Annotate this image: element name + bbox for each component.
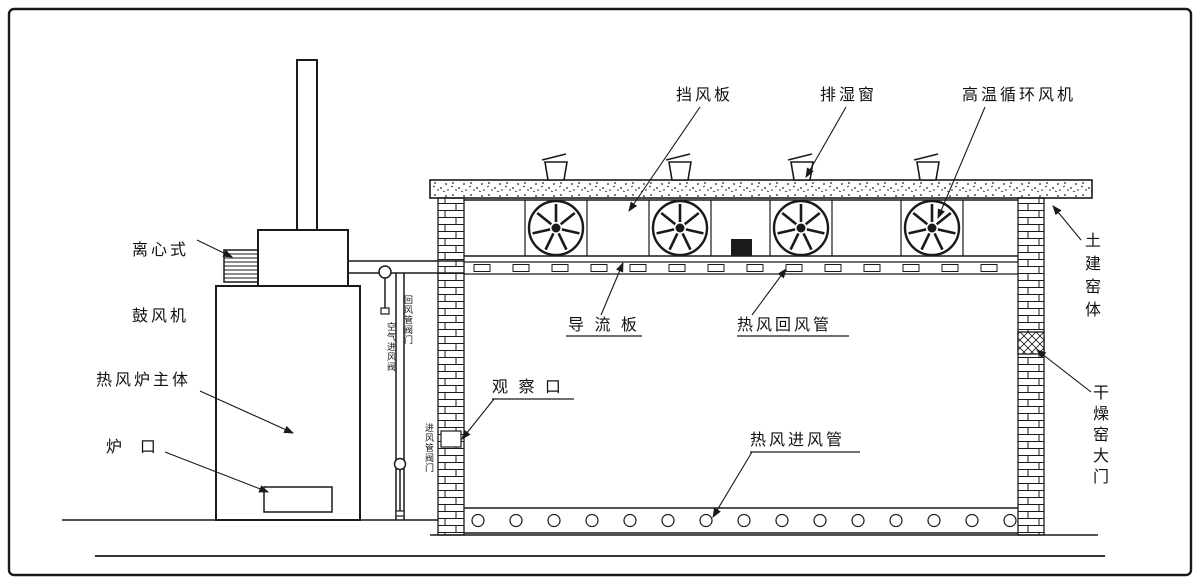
ground-lines — [62, 519, 1105, 557]
drawing-frame — [7, 7, 1193, 577]
hot-air-inlet-duct — [464, 507, 1018, 534]
baffle-block — [731, 239, 752, 256]
kiln-roof-slab — [429, 179, 1093, 199]
label-underlines — [492, 335, 860, 453]
label-return-pipe-valve: 回风管阀门 — [403, 295, 413, 345]
kiln-door-block — [1017, 331, 1045, 355]
moisture-window-4 — [913, 153, 940, 181]
circulation-fan-2 — [651, 199, 709, 257]
label-guide-plate: 导 流 板 — [568, 317, 640, 334]
furnace-mouth-opening — [263, 486, 333, 513]
circulation-fan-1 — [527, 199, 585, 257]
leader-blower — [196, 239, 233, 258]
kiln-left-wall — [437, 197, 465, 536]
return-air-duct — [464, 261, 1018, 275]
leader-moisture-window — [805, 106, 847, 178]
leader-furnace-mouth — [164, 451, 270, 493]
label-moisture-window: 排湿窗 — [820, 87, 878, 104]
label-kiln-door: 干燥窑大门 — [1090, 384, 1107, 489]
furnace-main-body — [215, 285, 361, 521]
label-inlet-duct: 热风进风管 — [750, 432, 846, 449]
kiln-right-wall — [1017, 197, 1045, 536]
label-observation-port: 观 察 口 — [492, 379, 564, 396]
label-air-inlet-valve: 空气进风阀 — [386, 322, 396, 372]
leader-kiln-door — [1036, 349, 1092, 393]
circulation-fan-4 — [903, 199, 961, 257]
label-baffle-plate: 挡风板 — [676, 87, 734, 104]
label-centrifugal-blower: 离心式 鼓风机 — [132, 196, 189, 372]
leader-furnace-body — [199, 390, 295, 434]
furnace-upper-box — [257, 229, 349, 287]
label-furnace-body: 热风炉主体 — [96, 372, 192, 389]
moisture-window-3 — [787, 153, 814, 181]
label-kiln-structure: 土建窑体 — [1082, 232, 1099, 324]
observation-port-opening — [440, 430, 462, 448]
circulation-fan-3 — [772, 199, 830, 257]
moisture-window-1 — [541, 153, 568, 181]
leader-kiln-structure — [1052, 205, 1082, 241]
centrifugal-blower-unit — [223, 249, 259, 283]
leader-observation-port — [461, 398, 495, 440]
air-inlet-valve-symbol — [378, 265, 392, 315]
leader-baffle-plate — [628, 106, 701, 212]
label-centrifugal-blower-line2: 鼓风机 — [132, 308, 190, 325]
label-centrifugal-blower-line1: 离心式 — [132, 242, 190, 259]
inlet-pipe-valve-symbol — [393, 457, 407, 517]
leader-lines — [164, 106, 1092, 518]
inlet-down-pipe — [395, 273, 405, 520]
label-return-duct: 热风回风管 — [737, 317, 833, 334]
leader-return-duct — [751, 268, 787, 316]
leader-inlet-duct — [712, 451, 753, 518]
leader-guide-plate — [600, 261, 624, 316]
moisture-window-2 — [665, 153, 692, 181]
label-ht-circulation-fan: 高温循环风机 — [962, 87, 1077, 104]
hot-air-furnace — [215, 59, 361, 521]
leader-ht-fan — [937, 106, 986, 220]
label-inlet-pipe-valve: 进风管阀门 — [424, 423, 434, 473]
label-furnace-mouth: 炉 口 — [106, 439, 159, 456]
furnace-chimney — [296, 59, 318, 231]
